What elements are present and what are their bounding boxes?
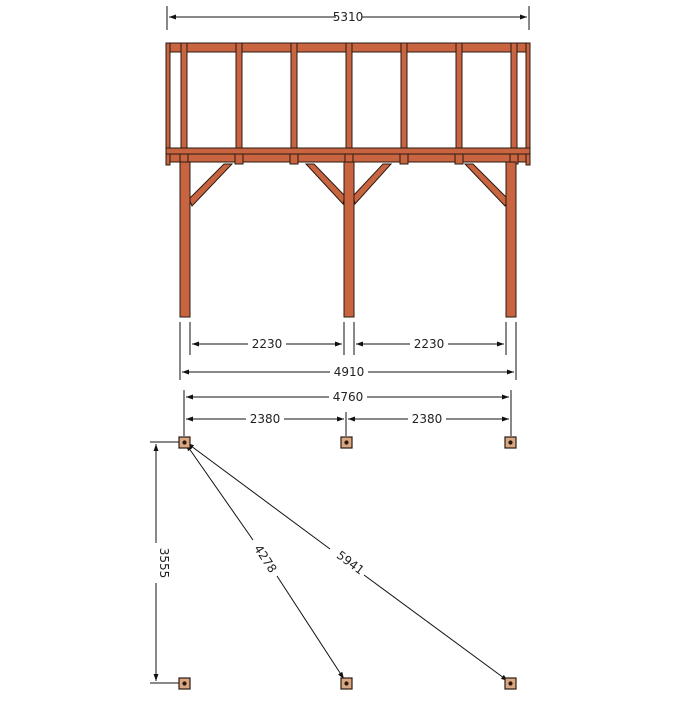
rafter — [235, 42, 243, 161]
dim-label-diagonal-long: 5941 — [334, 548, 367, 577]
dim-post-outer-width: 4910 — [179, 322, 517, 380]
rafter-foot — [234, 153, 244, 165]
dim-overall-width: 5310 — [166, 6, 530, 30]
dim-post-centers-total: 4760 — [183, 390, 512, 436]
post-center — [343, 161, 355, 318]
rafter — [180, 42, 188, 161]
footing-plan: 4760 2380 2380 3555 4278 — [150, 390, 517, 690]
front-elevation: 5310 — [165, 6, 531, 380]
dim-label-plan-span-left: 2380 — [250, 412, 281, 426]
eave-beam-upper — [165, 147, 531, 155]
post-right — [505, 161, 517, 318]
rafter-foot — [399, 153, 409, 165]
dim-label-overall-width: 5310 — [333, 10, 364, 24]
footing-front-center — [340, 436, 353, 449]
post-left — [179, 161, 191, 318]
brace-center-left — [304, 163, 346, 206]
dim-label-plan-span-right: 2380 — [412, 412, 443, 426]
dim-plan-depth: 3555 — [150, 441, 182, 684]
footing-front-right — [504, 436, 517, 449]
roof-end-left — [165, 42, 171, 166]
dim-label-post-centers-total: 4760 — [333, 390, 364, 404]
rafter — [345, 42, 353, 161]
dim-post-spans: 2230 2230 — [189, 322, 507, 355]
roof-end-right — [525, 42, 531, 166]
rafter-foot — [289, 153, 299, 165]
footings — [178, 436, 517, 690]
footing-rear-right — [504, 677, 517, 690]
footing-front-left — [178, 436, 191, 449]
footing-rear-left — [178, 677, 191, 690]
brace-center-right — [352, 163, 393, 206]
dim-label-span-left: 2230 — [252, 337, 283, 351]
rafter — [290, 42, 298, 161]
dim-diagonal-long: 5941 — [186, 442, 509, 682]
dim-label-span-right: 2230 — [414, 337, 445, 351]
rafter — [400, 42, 408, 161]
rafter — [510, 42, 518, 161]
dim-label-post-outer-width: 4910 — [334, 365, 365, 379]
dim-label-diagonal-short: 4278 — [251, 542, 279, 575]
footing-rear-center — [340, 677, 353, 690]
brace-right — [463, 163, 509, 207]
posts-and-braces — [179, 161, 517, 318]
dim-label-plan-depth: 3555 — [157, 548, 171, 579]
dim-diagonal-short: 4278 — [185, 443, 345, 680]
roof-frame — [165, 42, 531, 166]
brace-left — [188, 163, 234, 207]
dim-plan-spans: 2380 2380 — [186, 412, 509, 436]
rafter — [455, 42, 463, 161]
rafter-foot — [454, 153, 464, 165]
